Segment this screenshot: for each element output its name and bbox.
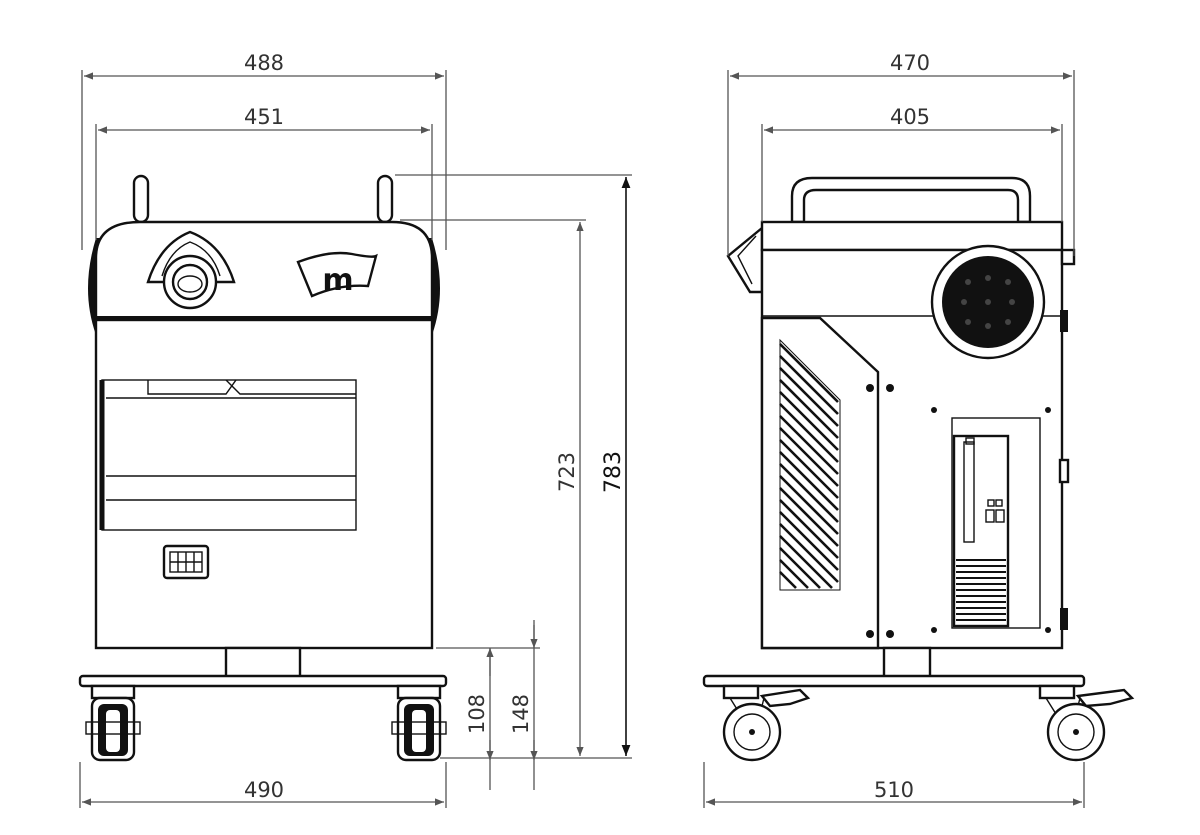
- top-housing: [94, 220, 434, 322]
- fan-grille-icon: [930, 244, 1046, 360]
- left-handle-post: [132, 174, 150, 224]
- dim-base-depth: 510: [874, 778, 914, 802]
- stand-column: [224, 646, 302, 680]
- left-caster-icon: [85, 684, 141, 762]
- logo-letter: m: [322, 263, 353, 298]
- screws: [866, 384, 1051, 638]
- side-view: 470 405 510: [702, 51, 1135, 808]
- side-stand-column: [882, 646, 932, 680]
- dim-body-depth: 405: [890, 105, 930, 129]
- side-right-caster-icon: [1038, 684, 1135, 762]
- dim-overall-width: 488: [244, 51, 284, 75]
- dim-overall-height: 783: [601, 451, 626, 493]
- right-handle-post: [376, 174, 394, 224]
- dim-base-height: 108: [465, 694, 489, 734]
- dim-body-height: 723: [555, 452, 579, 492]
- right-caster-icon: [391, 684, 447, 762]
- carry-handle: [790, 176, 1032, 224]
- control-panel: [951, 417, 1041, 629]
- nozzle-icon: [146, 230, 236, 310]
- dim-base-width: 490: [244, 778, 284, 802]
- side-left-caster-icon: [722, 684, 811, 762]
- base-plate: [78, 674, 448, 688]
- diagonal-vents-icon: [779, 338, 841, 591]
- dim-overall-depth: 470: [890, 51, 930, 75]
- vent-grille-icon: [162, 544, 210, 580]
- logo-icon: m: [296, 251, 378, 298]
- main-body: [94, 318, 434, 650]
- front-lip: [726, 225, 764, 294]
- dim-frame-height: 148: [509, 694, 533, 734]
- front-view: m: [78, 51, 632, 808]
- side-top-housing: [760, 220, 1064, 252]
- side-base-plate: [702, 674, 1086, 688]
- dim-body-width: 451: [244, 105, 284, 129]
